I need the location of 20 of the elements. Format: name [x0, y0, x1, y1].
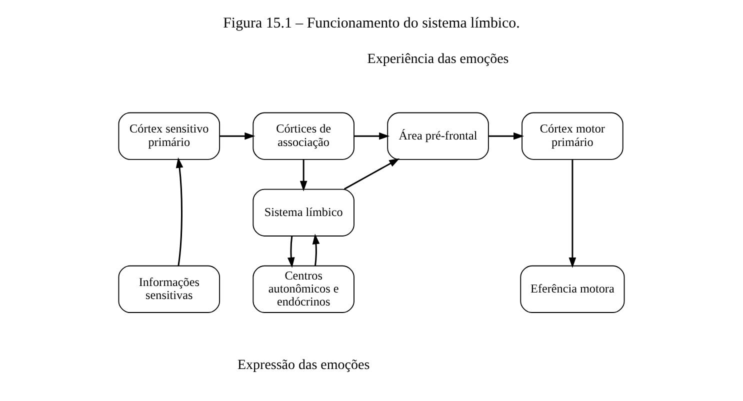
node-box: Área pré-frontal: [387, 112, 489, 160]
arrow: [344, 158, 400, 190]
arrow: [176, 157, 184, 266]
node-box: Centros autonômicos e endócrinos: [252, 265, 354, 313]
label: Expressão das emoções: [237, 358, 370, 374]
arrow: [300, 159, 308, 192]
label: Experiência das emoções: [367, 52, 509, 67]
arrow: [354, 132, 390, 140]
diagram-title: Figura 15.1 – Funcionamento do sistema límbico.: [223, 16, 520, 32]
arrow: [312, 234, 320, 266]
arrow: [287, 236, 295, 268]
node-box: Córtices de associação: [252, 112, 354, 160]
arrow: [220, 132, 256, 140]
node-box: Córtex sensitivo primário: [118, 112, 220, 160]
arrow: [568, 160, 576, 268]
node-box: Córtex motor primário: [522, 112, 624, 160]
node-box: Eferência motora: [520, 265, 625, 313]
node-box: Sistema límbico: [252, 188, 354, 236]
arrow: [488, 132, 524, 140]
node-box: Informações sensitivas: [118, 265, 220, 313]
